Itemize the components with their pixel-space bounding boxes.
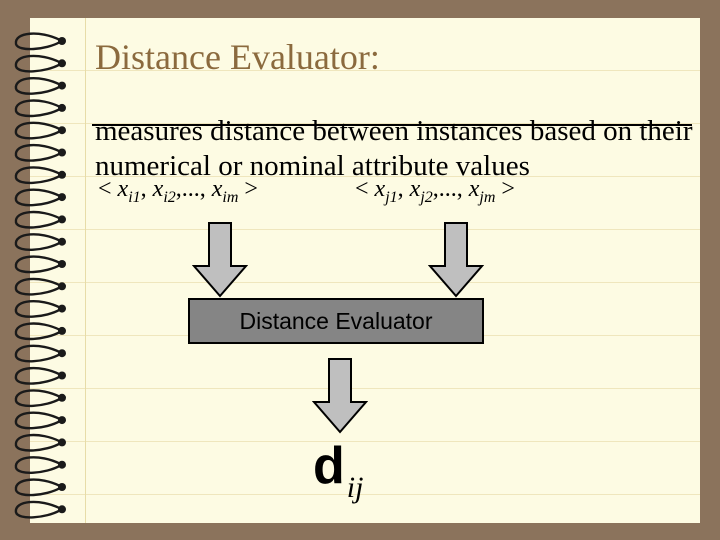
tuple-ellipsis: ...: [438, 176, 457, 202]
spiral-ring-icon: [14, 99, 66, 118]
spiral-ring-icon: [14, 322, 66, 341]
spiral-ring-icon: [14, 233, 66, 251]
tuple-item: xi2: [152, 176, 176, 206]
tuple-item: xim: [211, 176, 239, 206]
tuple-ellipsis: ...: [181, 176, 200, 202]
spiral-ring-icon: [14, 300, 66, 318]
tuple-close-bracket: >: [501, 176, 515, 202]
distance-subscript: ij: [346, 471, 364, 504]
ruled-lines: [30, 18, 700, 523]
title-underline: [92, 124, 692, 126]
tuple-left: < xi1, xi2,..., xim >: [98, 176, 258, 206]
spiral-ring-icon: [14, 344, 66, 363]
tuple-item: xjm: [468, 176, 496, 206]
spiral-ring-icon: [14, 54, 66, 73]
slide-title: Distance Evaluator:: [95, 37, 380, 77]
down-arrow-icon: [192, 222, 248, 298]
spiral-ring-icon: [14, 144, 66, 162]
spiral-ring-icon: [14, 255, 66, 274]
notebook-page: [30, 18, 700, 523]
spiral-ring-icon: [14, 77, 66, 95]
spiral-ring-icon: [14, 389, 66, 407]
tuple-close-bracket: >: [244, 176, 258, 202]
distance-result: dij: [313, 436, 363, 504]
distance-symbol: d: [313, 437, 345, 495]
down-arrow-icon: [312, 358, 368, 434]
spiral-ring-icon: [14, 456, 66, 474]
tuple-open-bracket: <: [98, 176, 112, 202]
distance-evaluator-label: Distance Evaluator: [239, 307, 433, 334]
spiral-ring-icon: [14, 433, 66, 452]
spiral-ring-icon: [14, 166, 66, 184]
tuple-right: < xj1, xj2,..., xjm >: [355, 176, 515, 206]
spiral-ring-icon: [14, 188, 66, 207]
tuple-item: xj1: [374, 176, 398, 206]
spiral-ring-icon: [14, 32, 66, 51]
margin-line: [85, 18, 86, 523]
spiral-ring-icon: [14, 121, 66, 140]
spiral-ring-icon: [14, 500, 66, 519]
spiral-ring-icon: [14, 210, 66, 229]
down-arrow-icon: [428, 222, 484, 298]
tuple-item: xi1: [117, 176, 141, 206]
spiral-ring-icon: [14, 367, 66, 385]
tuple-item: xj2: [409, 176, 433, 206]
distance-evaluator-box: Distance Evaluator: [188, 298, 484, 344]
spiral-ring-icon: [14, 411, 66, 430]
tuple-open-bracket: <: [355, 176, 369, 202]
spiral-binding: [14, 32, 66, 519]
spiral-ring-icon: [14, 277, 66, 296]
spiral-ring-icon: [14, 478, 66, 497]
slide-body-text: measures distance between instances base…: [95, 115, 693, 182]
